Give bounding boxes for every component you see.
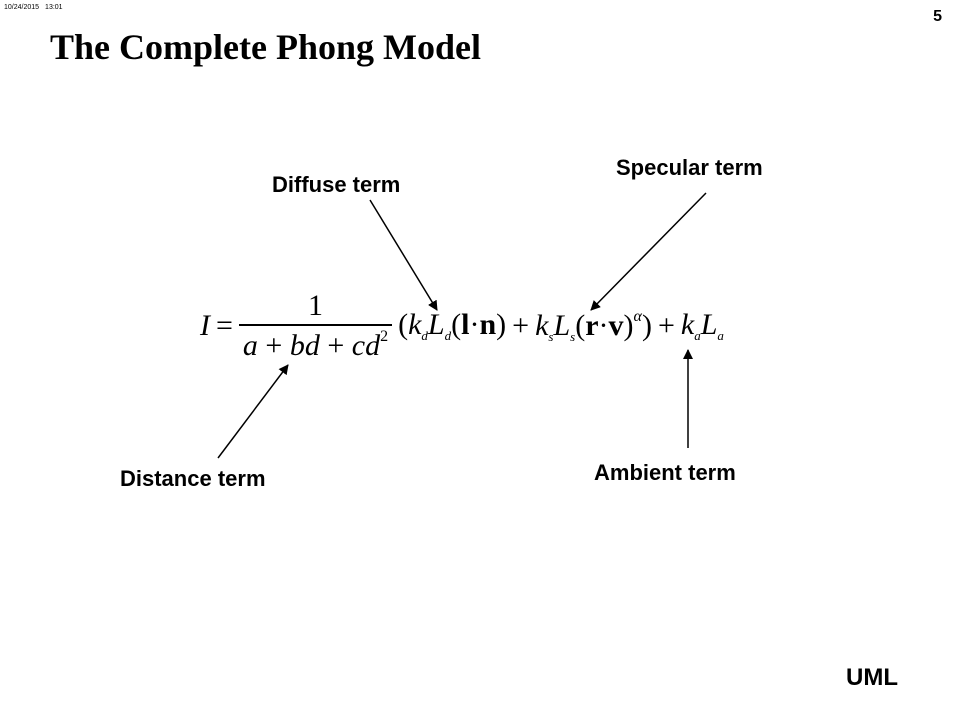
distance-fraction: 1 a + bd + cd2 — [238, 289, 393, 362]
ambient-term: kaLa — [680, 308, 724, 343]
diffuse-term-label: Diffuse term — [272, 172, 401, 197]
diffuse-term: (kdLd(l·n) — [398, 308, 507, 343]
distance-term-label: Distance term — [120, 466, 266, 491]
eq-equals: = — [216, 309, 233, 342]
date: 10/24/2015 — [4, 4, 40, 11]
timestamp: 10/24/2015 13:01 — [4, 4, 69, 11]
slide-number: 5 — [933, 8, 942, 25]
slide-title: The Complete Phong Model — [50, 27, 481, 67]
distance-arrow — [217, 364, 289, 459]
footer-label: UML — [846, 664, 898, 691]
specular-term: ksLs(r·v)α) — [535, 307, 652, 344]
ambient-term-label: Ambient term — [594, 460, 736, 485]
eq-intensity: I — [200, 309, 210, 342]
fraction-numerator: 1 — [308, 289, 323, 323]
time: 13:01 — [45, 4, 63, 11]
diffuse-arrow — [369, 199, 438, 311]
fraction-denominator: a + bd + cd2 — [238, 323, 393, 362]
specular-arrow — [590, 192, 707, 311]
phong-equation: I = 1 a + bd + cd2 (kdLd(l·n) + ksLs(r·v… — [200, 289, 724, 362]
specular-term-label: Specular term — [616, 155, 763, 180]
